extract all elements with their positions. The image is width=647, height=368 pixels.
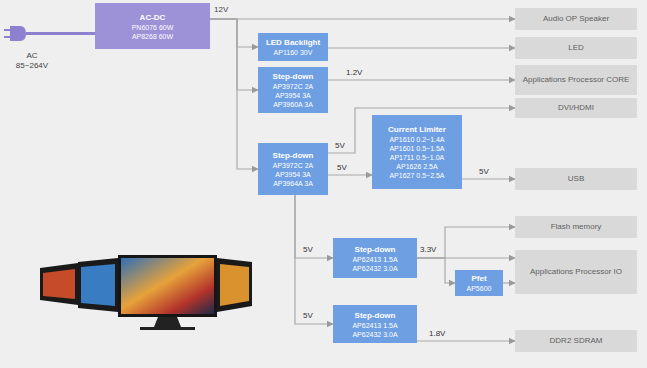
output-name: USB <box>568 174 584 184</box>
power-box: LED BacklightAP1160 30V <box>258 33 328 61</box>
part-number: AP1160 30V <box>274 48 313 57</box>
power-connector <box>210 19 258 90</box>
input-voltage: AC 85~264V <box>10 51 54 71</box>
output-name: Audio OP Speaker <box>543 14 609 24</box>
voltage-label: 5V <box>336 163 348 173</box>
part-number: AP3964A 3A <box>273 179 313 188</box>
output-name: Flash memory <box>551 222 602 232</box>
box-title: Step-down <box>273 150 314 161</box>
part-number: AP62413 1.5A <box>352 321 397 330</box>
power-connector <box>417 340 515 341</box>
power-connector <box>328 79 515 80</box>
output-box: Applications Processor IO <box>515 250 637 294</box>
tv-illustration <box>40 255 252 330</box>
output-name: Applications Processor IO <box>530 267 622 277</box>
voltage-label: 5V <box>302 245 314 255</box>
box-title: Step-down <box>355 244 396 255</box>
part-number: AP1711 0.5~1.0A <box>390 153 445 162</box>
part-number: AP62413 1.5A <box>352 255 397 264</box>
box-title: LED Backlight <box>266 37 320 48</box>
box-title: AC-DC <box>140 12 166 23</box>
part-number: AP3972C 2A <box>273 82 313 91</box>
voltage-label: 12V <box>214 5 228 15</box>
voltage-label: 5V <box>302 311 314 321</box>
power-connector <box>328 174 372 175</box>
voltage-label: 3.3V <box>419 245 437 255</box>
part-number: AP3960A 3A <box>273 100 313 109</box>
part-number: AP3972C 2A <box>273 161 313 170</box>
output-box: Applications Processor CORE <box>515 65 637 95</box>
power-connector <box>295 195 333 258</box>
power-connector <box>417 258 455 283</box>
part-number: AP3954 3A <box>275 91 310 100</box>
part-number: AP3954 3A <box>275 170 310 179</box>
power-connector <box>210 19 258 47</box>
voltage-label: 5V <box>334 141 346 151</box>
power-connector <box>417 227 515 258</box>
power-connector <box>503 282 515 283</box>
power-box: AC-DCPN6076 60WAP8268 60W <box>95 3 210 49</box>
output-box: DDR2 SDRAM <box>515 330 637 352</box>
part-number: AP1601 0.5~1.5A <box>389 144 444 153</box>
box-title: Step-down <box>355 310 396 321</box>
power-box: Current LimiterAP1610 0.2~1.4AAP1601 0.5… <box>372 115 462 189</box>
output-box: DVI/HDMI <box>515 98 637 118</box>
power-connector <box>295 195 333 324</box>
voltage-label: 1.8V <box>428 329 446 339</box>
power-connector <box>210 18 515 19</box>
part-number: AP1627 0.5~2.5A <box>389 171 444 180</box>
part-number: AP5600 <box>467 284 492 293</box>
voltage-label: 1.2V <box>345 68 363 78</box>
power-connector <box>328 47 515 48</box>
part-number: AP62432 3.0A <box>352 264 397 273</box>
part-number: AP1610 0.2~1.4A <box>389 135 444 144</box>
power-box: Step-downAP3972C 2AAP3954 3AAP3964A 3A <box>258 143 328 195</box>
power-box: Step-downAP62413 1.5AAP62432 3.0A <box>333 238 417 278</box>
power-box: Step-downAP62413 1.5AAP62432 3.0A <box>333 305 417 343</box>
part-number: AP1626 2.5A <box>396 162 437 171</box>
output-box: LED <box>515 37 637 59</box>
output-box: Flash memory <box>515 216 637 238</box>
box-title: Pfet <box>471 273 486 284</box>
output-box: USB <box>515 168 637 190</box>
box-title: Current Limiter <box>388 124 446 135</box>
output-name: LED <box>568 43 584 53</box>
voltage-label: 5V <box>478 167 490 177</box>
power-box: Step-downAP3972C 2AAP3954 3AAP3960A 3A <box>258 67 328 113</box>
output-box: Audio OP Speaker <box>515 8 637 30</box>
part-number: AP62432 3.0A <box>352 330 397 339</box>
output-name: DVI/HDMI <box>558 103 594 113</box>
power-box: PfetAP5600 <box>455 270 503 296</box>
box-title: Step-down <box>273 71 314 82</box>
plug-icon <box>4 26 95 41</box>
part-number: AP8268 60W <box>132 32 173 41</box>
output-name: Applications Processor CORE <box>523 75 630 85</box>
part-number: PN6076 60W <box>132 23 174 32</box>
output-name: DDR2 SDRAM <box>550 336 603 346</box>
power-connector <box>210 19 258 169</box>
power-connector <box>462 178 515 179</box>
